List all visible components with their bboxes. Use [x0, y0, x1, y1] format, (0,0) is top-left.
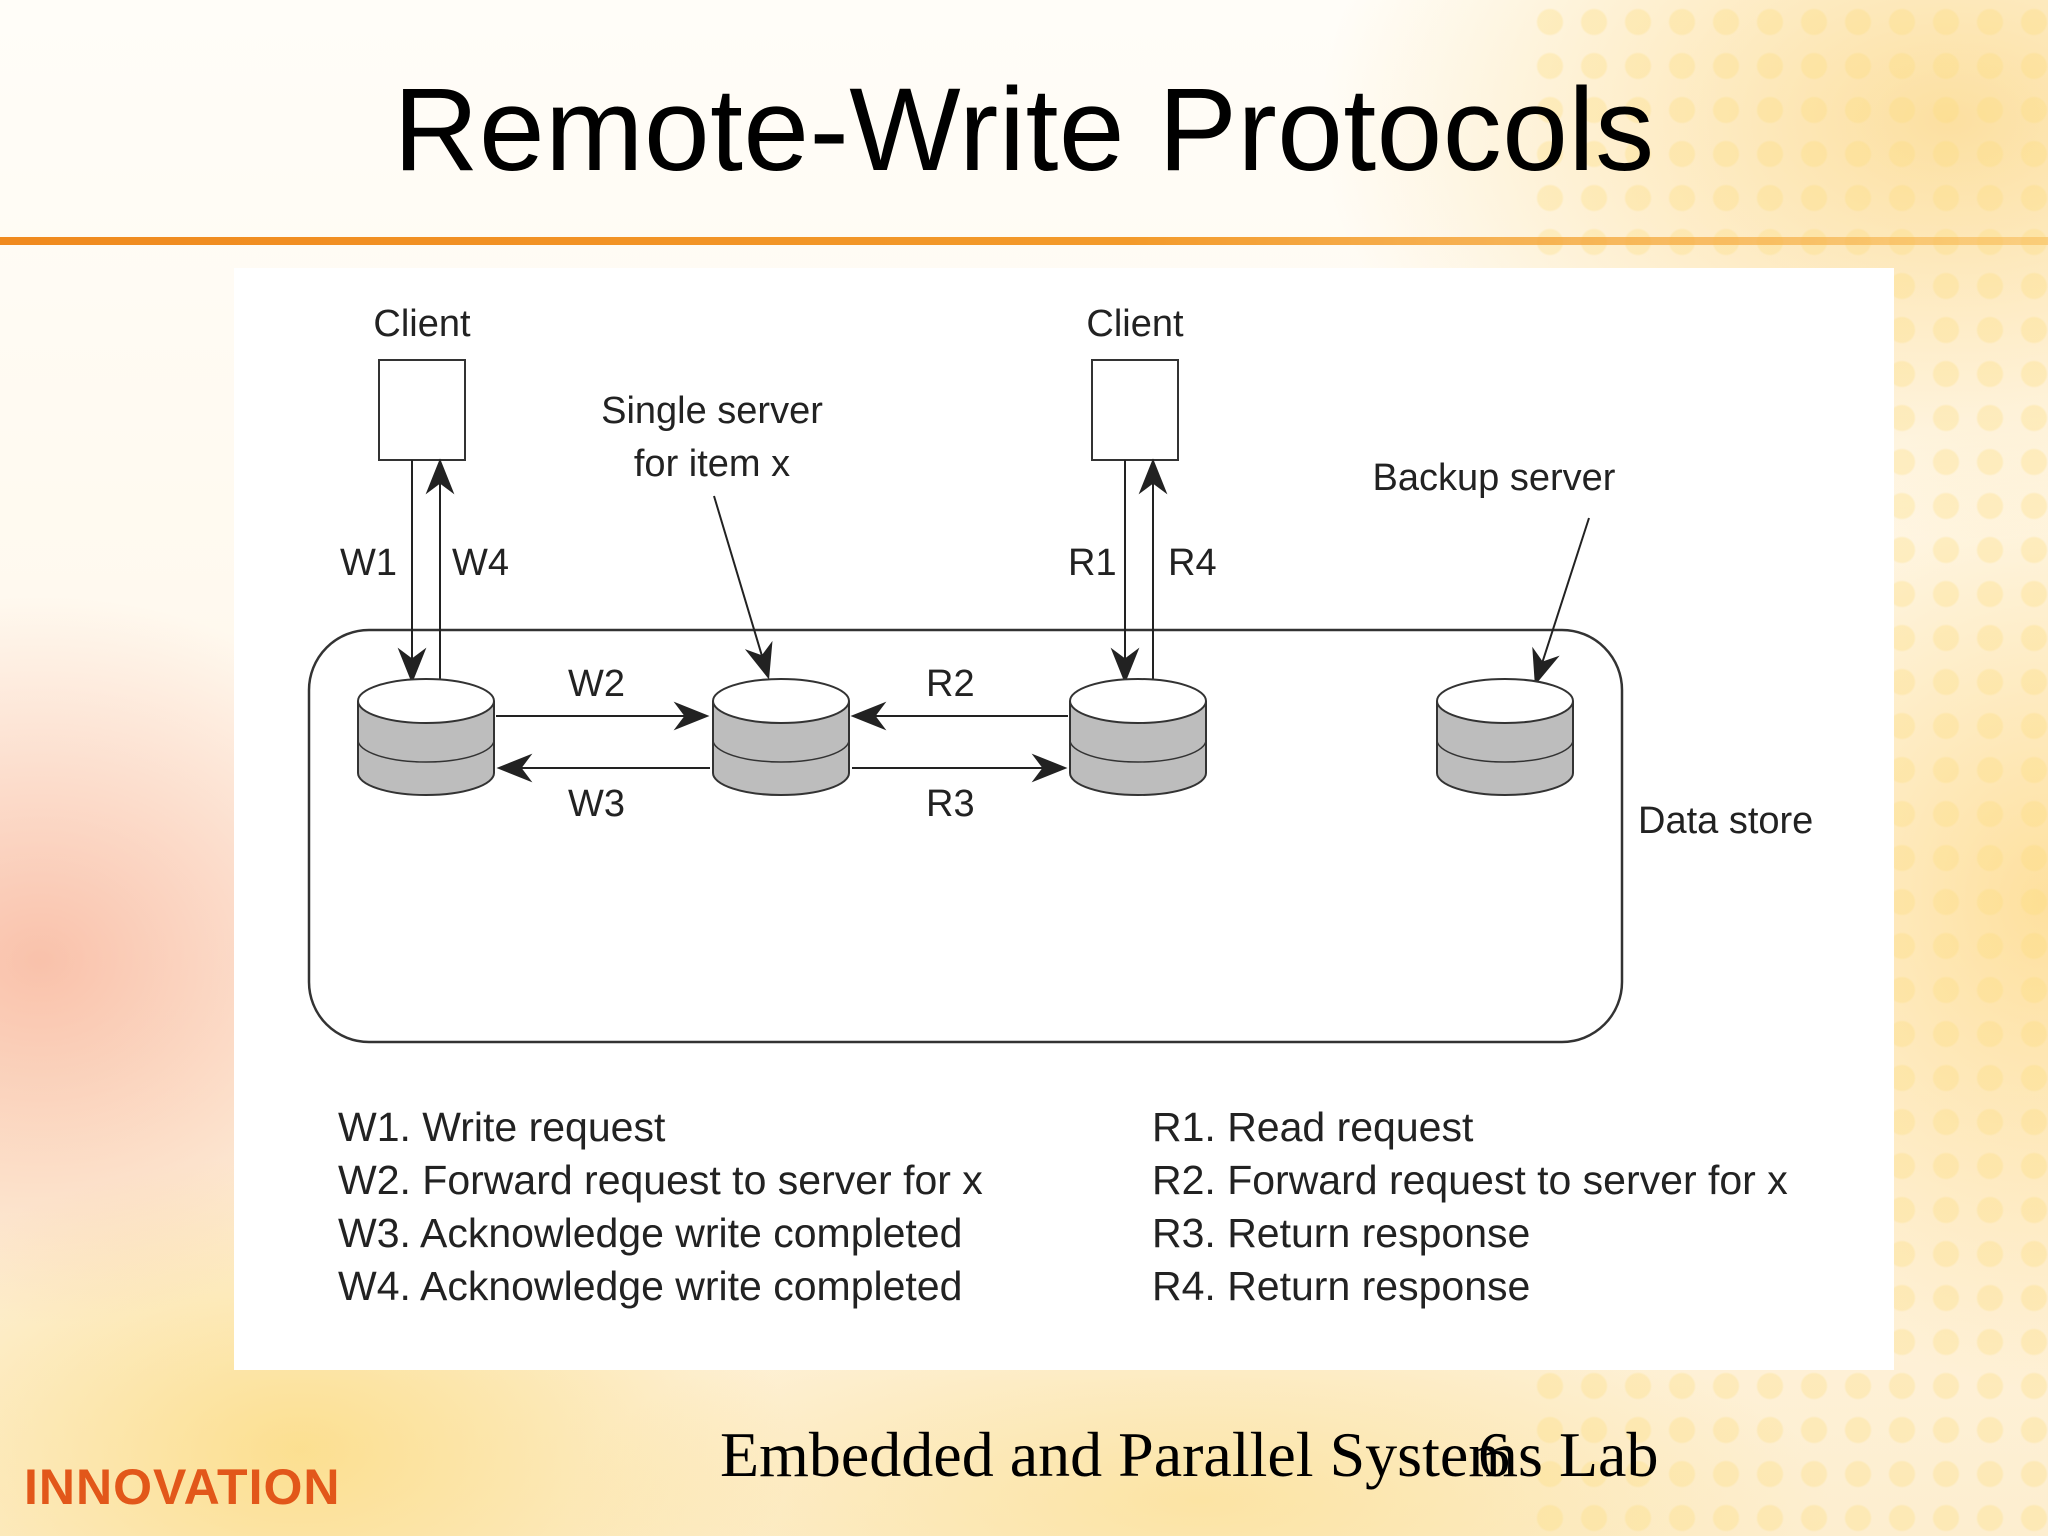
- client-right-box: [1091, 359, 1179, 461]
- database-left-server: [357, 678, 495, 796]
- footer-lab-name: Embedded and Parallel Systems Lab: [720, 1419, 1659, 1490]
- backup-server-pointer: [1532, 517, 1590, 686]
- single-server-label-line2: for item x: [634, 443, 790, 485]
- client-left-label: Client: [373, 303, 471, 345]
- client-left-box: [378, 359, 466, 461]
- label-w1: W1: [340, 542, 397, 584]
- legend-w3: W3. Acknowledge write completed: [338, 1210, 963, 1256]
- legend-w1: W1. Write request: [338, 1104, 666, 1150]
- remote-write-diagram: Client Client Single server for item x B…: [307, 303, 1813, 1044]
- legend-w4: W4. Acknowledge write completed: [338, 1263, 963, 1309]
- data-store-label: Data store: [1638, 800, 1813, 842]
- legend-w2: W2. Forward request to server for x: [338, 1157, 983, 1203]
- client-right-label: Client: [1086, 303, 1184, 345]
- single-server-label-line1: Single server: [601, 390, 823, 432]
- database-single-server-x: [712, 678, 850, 796]
- legend-r4: R4. Return response: [1152, 1263, 1531, 1309]
- legend-r1: R1. Read request: [1152, 1104, 1474, 1150]
- single-server-pointer: [713, 495, 773, 680]
- legend-r3: R3. Return response: [1152, 1210, 1531, 1256]
- legend-r2: R2. Forward request to server for x: [1152, 1157, 1788, 1203]
- label-w2: W2: [568, 663, 625, 705]
- title-underline: [0, 237, 2048, 245]
- database-backup-server: [1436, 678, 1574, 796]
- database-right-server: [1069, 678, 1207, 796]
- page-number: 6: [1478, 1419, 1510, 1490]
- label-r1: R1: [1068, 542, 1117, 584]
- innovation-logo: INNOVATION: [24, 1459, 341, 1515]
- diagram-panel: Client Client Single server for item x B…: [234, 268, 1894, 1370]
- label-w4: W4: [452, 542, 509, 584]
- legend-read-steps: R1. Read request R2. Forward request to …: [1152, 1101, 1788, 1313]
- label-r4: R4: [1168, 542, 1217, 584]
- data-store-boundary: [307, 628, 1624, 1044]
- backup-server-label: Backup server: [1373, 457, 1616, 499]
- label-r2: R2: [926, 663, 975, 705]
- label-r3: R3: [926, 783, 975, 825]
- slide-title: Remote-Write Protocols: [393, 64, 1655, 196]
- label-w3: W3: [568, 783, 625, 825]
- legend-write-steps: W1. Write request W2. Forward request to…: [338, 1101, 983, 1313]
